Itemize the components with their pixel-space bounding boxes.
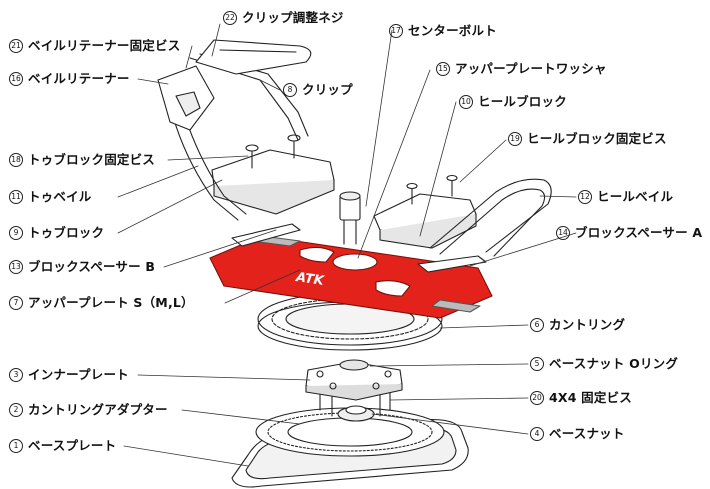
heel-block <box>373 193 477 249</box>
block-spacer-a <box>417 255 487 273</box>
base-nut-o-ring <box>339 359 369 371</box>
heel-bail <box>429 178 552 257</box>
block-spacer-b <box>231 223 301 247</box>
bail-retainer <box>157 65 215 131</box>
center-bolt <box>339 191 361 245</box>
inner-plate <box>305 361 403 401</box>
upper-plate <box>209 235 493 319</box>
clip <box>195 39 312 75</box>
heel-block-screws <box>406 174 458 205</box>
toe-block <box>211 149 335 215</box>
toe-block-screws <box>245 134 301 169</box>
